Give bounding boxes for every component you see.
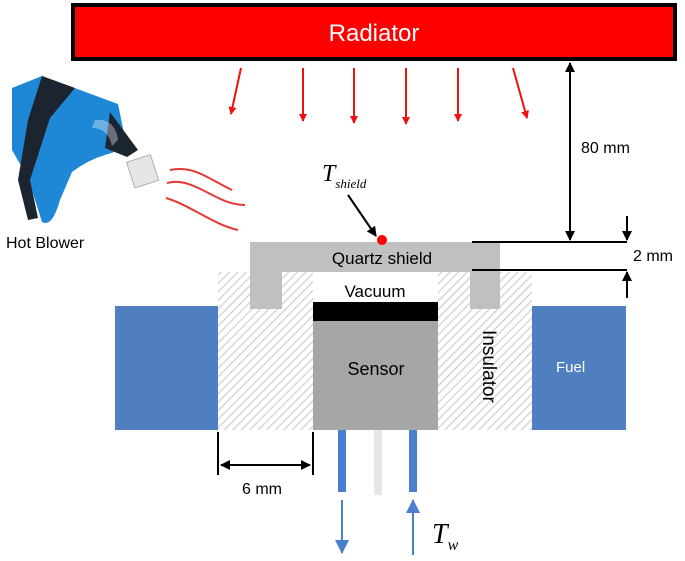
- hot-air-wave: [165, 197, 239, 231]
- radiation-arrow: [228, 67, 242, 115]
- thickness-dimension-label: 2 mm: [633, 248, 673, 265]
- vacuum-label: Vacuum: [344, 282, 405, 301]
- t-w-symbol: T: [432, 519, 450, 550]
- vacuum-region: [313, 272, 438, 302]
- t-w-label: Tw: [432, 519, 459, 554]
- sensor-body: [313, 321, 438, 430]
- t-shield-point: [377, 235, 387, 245]
- fuel-block-right: [532, 306, 626, 430]
- t-shield-symbol: T: [322, 161, 337, 187]
- gap-dimension-label: 80 mm: [581, 140, 630, 157]
- width-dimension: [217, 432, 314, 475]
- coolant-lines: [335, 430, 420, 555]
- coolant-outlet-pipe: [338, 430, 346, 492]
- t-shield-pointer: [347, 194, 377, 237]
- sensor-label: Sensor: [347, 359, 404, 379]
- t-shield-label: Tshield: [322, 161, 377, 237]
- radiation-arrow: [512, 67, 529, 119]
- fuel-block-left: [115, 306, 218, 430]
- radiator-label: Radiator: [329, 20, 420, 47]
- gap-dimension: 80 mm: [565, 62, 630, 241]
- hot-blower: Hot Blower: [6, 76, 246, 252]
- quartz-shield-label: Quartz shield: [332, 249, 432, 268]
- radiator: Radiator: [71, 3, 677, 61]
- svg-text:Tshield: Tshield: [322, 161, 367, 191]
- fuel-label: Fuel: [556, 359, 585, 376]
- coolant-center-pipe: [374, 430, 382, 495]
- hot-air-wave: [169, 168, 233, 191]
- thickness-dimension: [472, 216, 632, 298]
- hot-air-waves: [165, 168, 246, 231]
- radiation-arrows: [228, 67, 529, 125]
- t-shield-subscript: shield: [335, 176, 367, 191]
- quartz-shield: Quartz shield: [250, 242, 500, 309]
- sensor-cap: [313, 302, 438, 321]
- coolant-inlet-pipe: [409, 430, 417, 492]
- hot-air-wave: [166, 180, 246, 206]
- heat-gun-icon: [12, 76, 160, 224]
- insulator-label: Insulator: [478, 330, 499, 404]
- hot-blower-label: Hot Blower: [6, 235, 85, 252]
- radiator-body: [71, 3, 677, 61]
- sensor: Sensor: [313, 302, 438, 430]
- width-dimension-label: 6 mm: [242, 481, 282, 498]
- t-w-subscript: w: [448, 537, 459, 554]
